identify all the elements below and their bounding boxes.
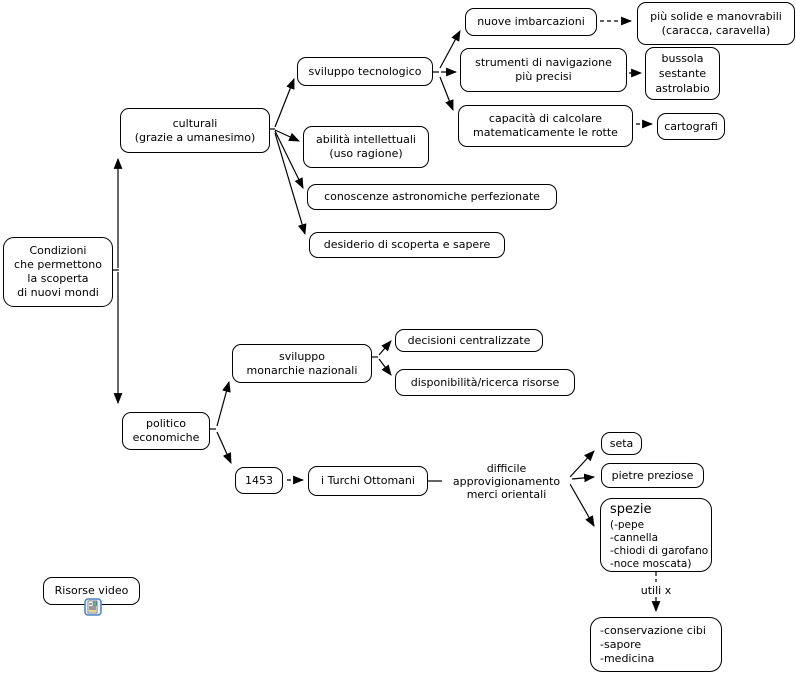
node-strumenti-line2: più precisi [515, 70, 572, 83]
node-desiderio-scoperta[interactable]: desiderio di scoperta e sapere [309, 232, 505, 258]
node-seta[interactable]: seta [601, 432, 642, 455]
node-piu-solide-line1: più solide e manovrabili [650, 9, 782, 23]
node-decisioni-label: decisioni centralizzate [407, 333, 531, 347]
node-bussola-sestante-astrolabio[interactable]: bussola sestante astrolabio [645, 47, 720, 100]
node-sviluppo-tecnologico-label: sviluppo tecnologico [308, 64, 422, 78]
node-decisioni-centralizzate[interactable]: decisioni centralizzate [395, 329, 543, 352]
node-spezie-item3: -chiodi di garofano [610, 545, 709, 557]
resource-attachment-icon[interactable] [84, 598, 102, 616]
node-strumenti-navigazione[interactable]: strumenti di navigazione più precisi [460, 48, 627, 92]
node-monarchie-line1: sviluppo [278, 349, 326, 363]
edge-politico-monarchie [216, 380, 231, 427]
node-politico-line2: economiche [132, 431, 200, 444]
node-nuove-imbarcazioni-label: nuove imbarcazioni [477, 15, 585, 28]
phrase-utili-x-label: utili x [640, 583, 672, 597]
linking-phrase-difficile-approvigionamento[interactable]: difficile approvigionamento merci orient… [443, 460, 570, 502]
node-piu-solide-manovrabili[interactable]: più solide e manovrabili (caracca, carav… [637, 2, 795, 45]
node-risorse-video-label: Risorse video [54, 584, 129, 597]
node-abilita-intellettuali[interactable]: abilità intellettuali (uso ragione) [303, 126, 429, 168]
edge-monarchie-disponibilita [378, 358, 392, 376]
edge-culturali-sviluppo-tecnologico [274, 77, 295, 128]
node-cartografi-label: cartografi [664, 119, 718, 133]
node-condizioni-line2: che permettono [14, 258, 102, 271]
edge-difficile-spezie [569, 483, 595, 527]
node-politico-line1: politico [146, 417, 186, 430]
node-culturali[interactable]: culturali (grazie a umanesimo) [120, 108, 270, 153]
edge-difficile-seta [569, 450, 595, 478]
node-bussola-line1: bussola [661, 52, 704, 65]
node-spezie[interactable]: spezie (-pepe -cannella -chiodi di garof… [600, 498, 712, 572]
node-capacita-line2: matematicamente le rotte [473, 126, 618, 139]
node-condizioni-line1: Condizioni [29, 244, 87, 257]
node-disponibilita-risorse[interactable]: disponibilità/ricerca risorse [395, 369, 575, 396]
node-monarchie-line2: monarchie nazionali [246, 363, 358, 377]
node-condizioni-line4: di nuovi mondi [17, 286, 99, 299]
node-bussola-line3: astrolabio [655, 82, 710, 95]
node-capacita-line1: capacità di calcolare [488, 112, 603, 125]
node-turchi-label: i Turchi Ottomani [321, 474, 415, 487]
node-desiderio-label: desiderio di scoperta e sapere [323, 238, 491, 251]
node-1453[interactable]: 1453 [235, 467, 283, 494]
node-capacita-calcolare[interactable]: capacità di calcolare matematicamente le… [458, 105, 633, 147]
node-sviluppo-monarchie[interactable]: sviluppo monarchie nazionali [232, 344, 372, 383]
node-pietre-preziose[interactable]: pietre preziose [601, 463, 704, 488]
edge-sviluppo-nuove-imbarcazioni [439, 30, 461, 69]
node-spezie-title: spezie [610, 502, 652, 517]
node-conoscenze-astronomiche[interactable]: conoscenze astronomiche perfezionate [307, 184, 557, 210]
edge-sviluppo-capacita [439, 76, 454, 112]
node-disponibilita-label: disponibilità/ricerca risorse [410, 375, 560, 389]
edge-politico-1453 [216, 431, 232, 465]
node-nuove-imbarcazioni[interactable]: nuove imbarcazioni [465, 8, 597, 36]
phrase-difficile-line2: approvigionamento [452, 474, 561, 488]
node-conservazione-line1: -conservazione cibi [600, 623, 706, 637]
edge-culturali-conoscenze [274, 130, 304, 189]
node-abilita-line2: (uso ragione) [329, 147, 403, 160]
node-conoscenze-label: conoscenze astronomiche perfezionate [324, 190, 540, 203]
node-culturali-line1: culturali [172, 116, 218, 130]
node-spezie-item2: -cannella [610, 532, 659, 544]
phrase-difficile-line1: difficile [486, 461, 527, 475]
phrase-difficile-line3: merci orientali [466, 487, 547, 501]
node-pietre-label: pietre preziose [611, 468, 694, 482]
node-conservazione-line2: -sapore [600, 637, 642, 651]
linking-phrase-utili-x[interactable]: utili x [630, 583, 682, 597]
edge-culturali-abilita [274, 129, 300, 142]
node-spezie-item1: (-pepe [610, 519, 645, 531]
node-strumenti-line1: strumenti di navigazione [475, 56, 612, 69]
node-spezie-item4: -noce moscata) [610, 558, 692, 570]
edge-difficile-pietre [571, 473, 596, 483]
edge-culturali-desiderio [274, 132, 307, 236]
node-seta-label: seta [609, 436, 634, 450]
node-bussola-line2: sestante [658, 67, 707, 80]
node-abilita-line1: abilità intellettuali [316, 133, 416, 146]
node-cartografi[interactable]: cartografi [657, 113, 725, 140]
node-sviluppo-tecnologico[interactable]: sviluppo tecnologico [297, 57, 433, 86]
edge-monarchie-decisioni [378, 340, 392, 356]
node-1453-label: 1453 [245, 473, 273, 487]
node-condizioni-line3: la scoperta [27, 272, 89, 285]
node-politico-economiche[interactable]: politico economiche [122, 412, 210, 450]
node-condizioni[interactable]: Condizioni che permettono la scoperta di… [3, 237, 113, 307]
node-conservazione[interactable]: -conservazione cibi -sapore -medicina [590, 617, 722, 672]
node-piu-solide-line2: (caracca, caravella) [661, 23, 771, 37]
node-culturali-line2: (grazie a umanesimo) [134, 130, 256, 144]
node-turchi-ottomani[interactable]: i Turchi Ottomani [308, 466, 428, 496]
node-conservazione-line3: -medicina [600, 651, 655, 665]
